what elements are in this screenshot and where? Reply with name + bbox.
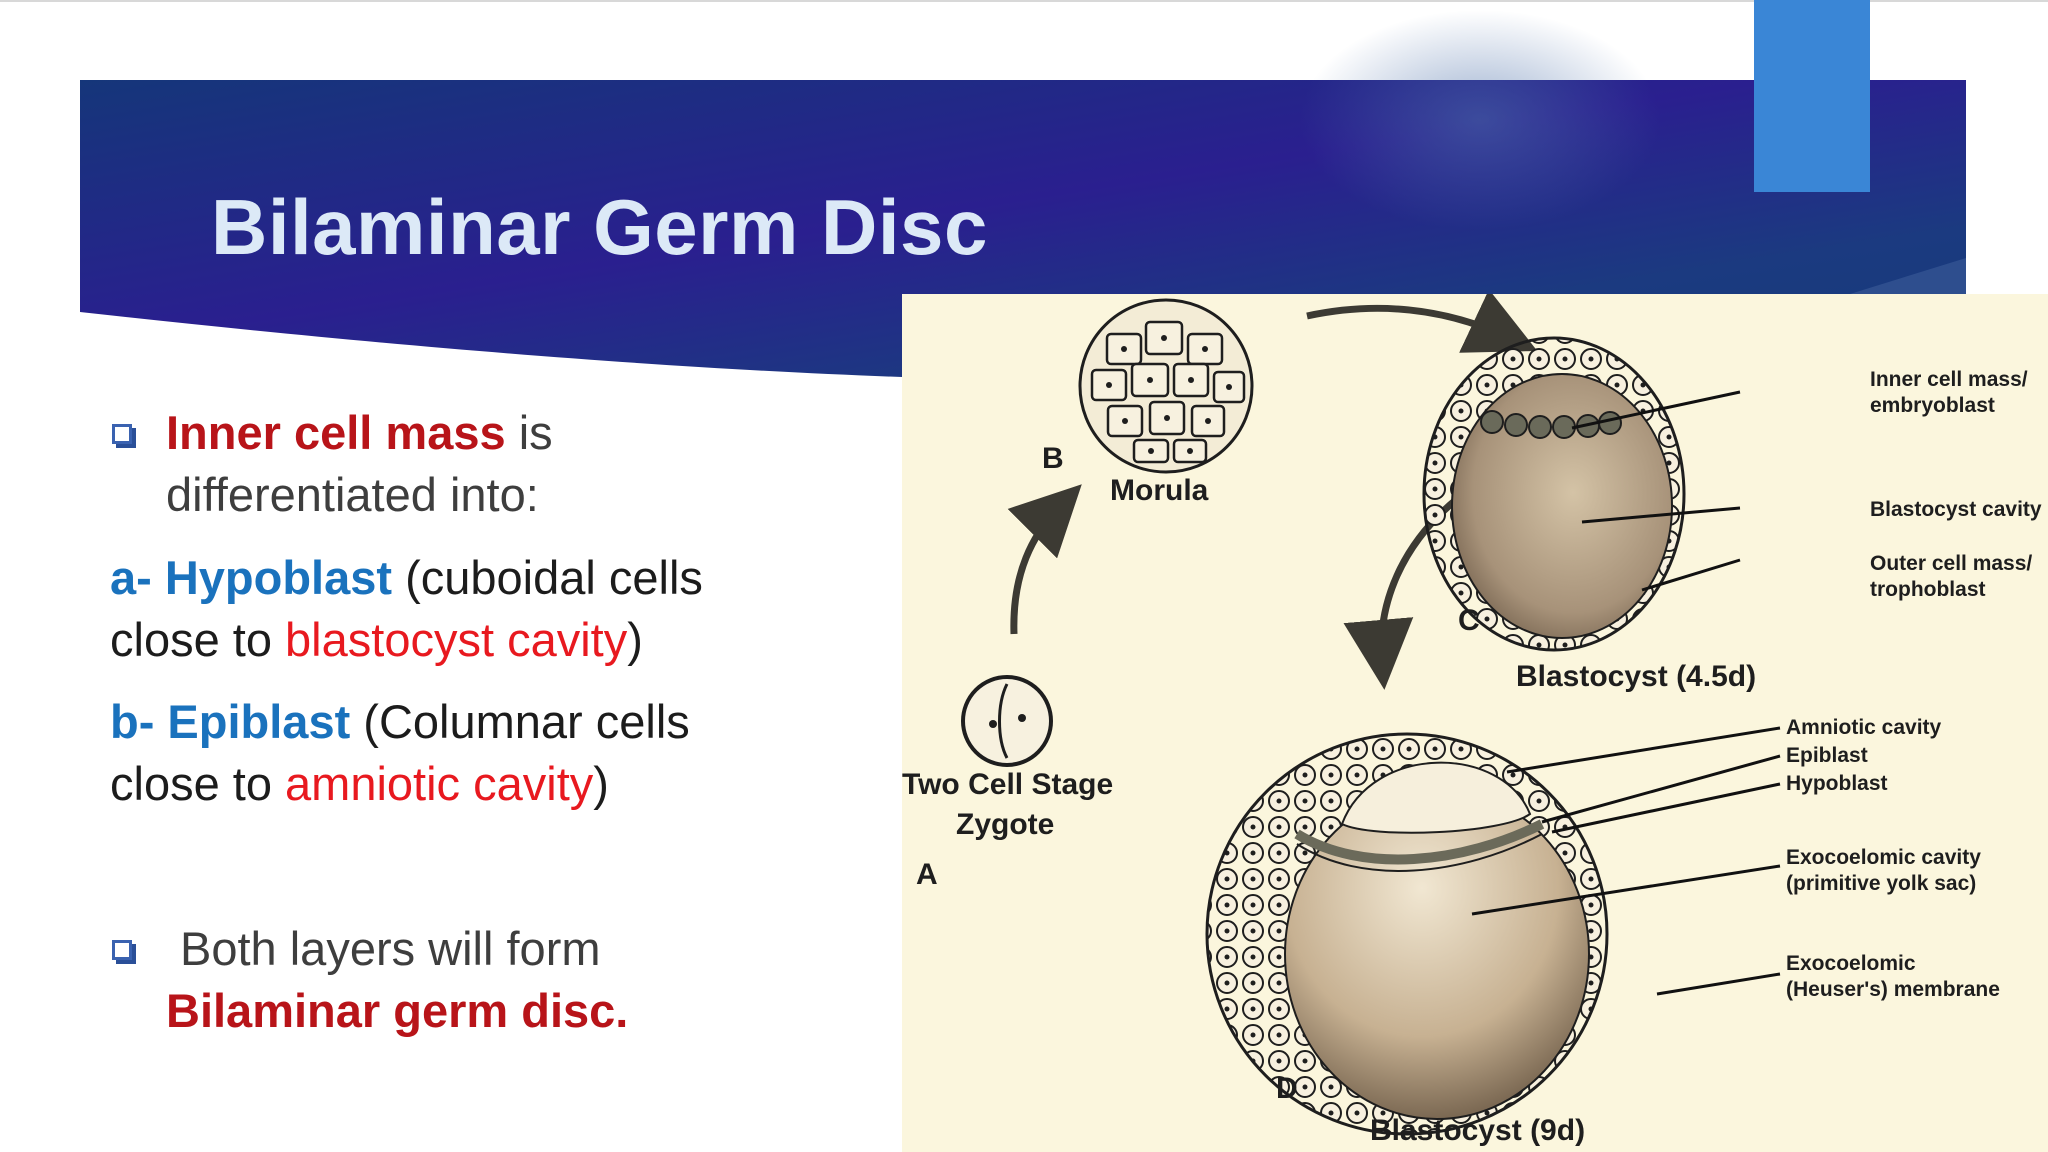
label-heusers-membrane: (Heuser's) membrane — [1786, 978, 2000, 1001]
item-hypoblast: a- Hypoblast (cuboidal cells close to bl… — [110, 547, 703, 671]
inner-cell-mass-is: is — [506, 406, 553, 459]
slide-title: Bilaminar Germ Disc — [211, 182, 988, 273]
blastocyst-9d-drawing — [1207, 734, 1607, 1134]
item-inner-cell-mass: Inner cell mass is differentiated into: — [166, 402, 553, 526]
label-outer-cell-mass: Outer cell mass/ — [1870, 552, 2032, 575]
label-zygote: Zygote — [956, 808, 1054, 841]
epiblast-close: ) — [593, 757, 609, 810]
label-hypoblast: Hypoblast — [1786, 772, 1888, 795]
epiblast-highlight: amniotic cavity — [285, 757, 593, 810]
hypoblast-text1: (cuboidal cells — [392, 551, 703, 604]
label-two-cell-stage: Two Cell Stage — [902, 768, 1113, 801]
label-blastocyst-9d: Blastocyst (9d) — [1370, 1114, 1585, 1147]
label-a: A — [916, 858, 938, 891]
label-c: C — [1458, 604, 1480, 637]
hypoblast-highlight: blastocyst cavity — [285, 613, 627, 666]
both-layers-line2: Bilaminar germ disc. — [166, 984, 628, 1037]
item-epiblast: b- Epiblast (Columnar cells close to amn… — [110, 691, 690, 815]
label-primitive-yolk-sac: (primitive yolk sac) — [1786, 872, 1976, 895]
hypoblast-prefix: a- Hypoblast — [110, 551, 392, 604]
label-epiblast: Epiblast — [1786, 744, 1868, 767]
label-amniotic-cavity: Amniotic cavity — [1786, 716, 1942, 739]
two-cell-drawing — [963, 677, 1051, 765]
embryo-diagram: B Morula Two Cell Stage Zygote A C Blast… — [902, 294, 2048, 1152]
label-inner-cell-mass: Inner cell mass/ — [1870, 368, 2028, 391]
accent-block — [1754, 0, 1870, 192]
inner-cell-mass-line2: differentiated into: — [166, 468, 539, 521]
morula-drawing — [1080, 300, 1252, 472]
label-morula: Morula — [1110, 474, 1209, 507]
label-blastocyst-cavity: Blastocyst cavity — [1870, 498, 2042, 521]
hypoblast-close: ) — [627, 613, 643, 666]
epiblast-prefix: b- Epiblast — [110, 695, 350, 748]
inner-cell-mass-term: Inner cell mass — [166, 406, 506, 459]
label-b: B — [1042, 442, 1064, 475]
label-blastocyst-45d: Blastocyst (4.5d) — [1516, 660, 1756, 693]
epiblast-text2: close to — [110, 757, 285, 810]
label-exocoelomic: Exocoelomic — [1786, 952, 1916, 975]
bullet-icon — [112, 424, 132, 444]
hypoblast-text2: close to — [110, 613, 285, 666]
label-trophoblast: trophoblast — [1870, 578, 1986, 601]
label-embryoblast: embryoblast — [1870, 394, 1995, 417]
item-both-layers: Both layers will form Bilaminar germ dis… — [166, 918, 628, 1042]
label-d: D — [1276, 1072, 1298, 1105]
label-exocoelomic-cavity: Exocoelomic cavity — [1786, 846, 1981, 869]
both-layers-line1: Both layers will form — [180, 922, 601, 975]
epiblast-text1: (Columnar cells — [350, 695, 690, 748]
bullet-icon — [112, 940, 132, 960]
